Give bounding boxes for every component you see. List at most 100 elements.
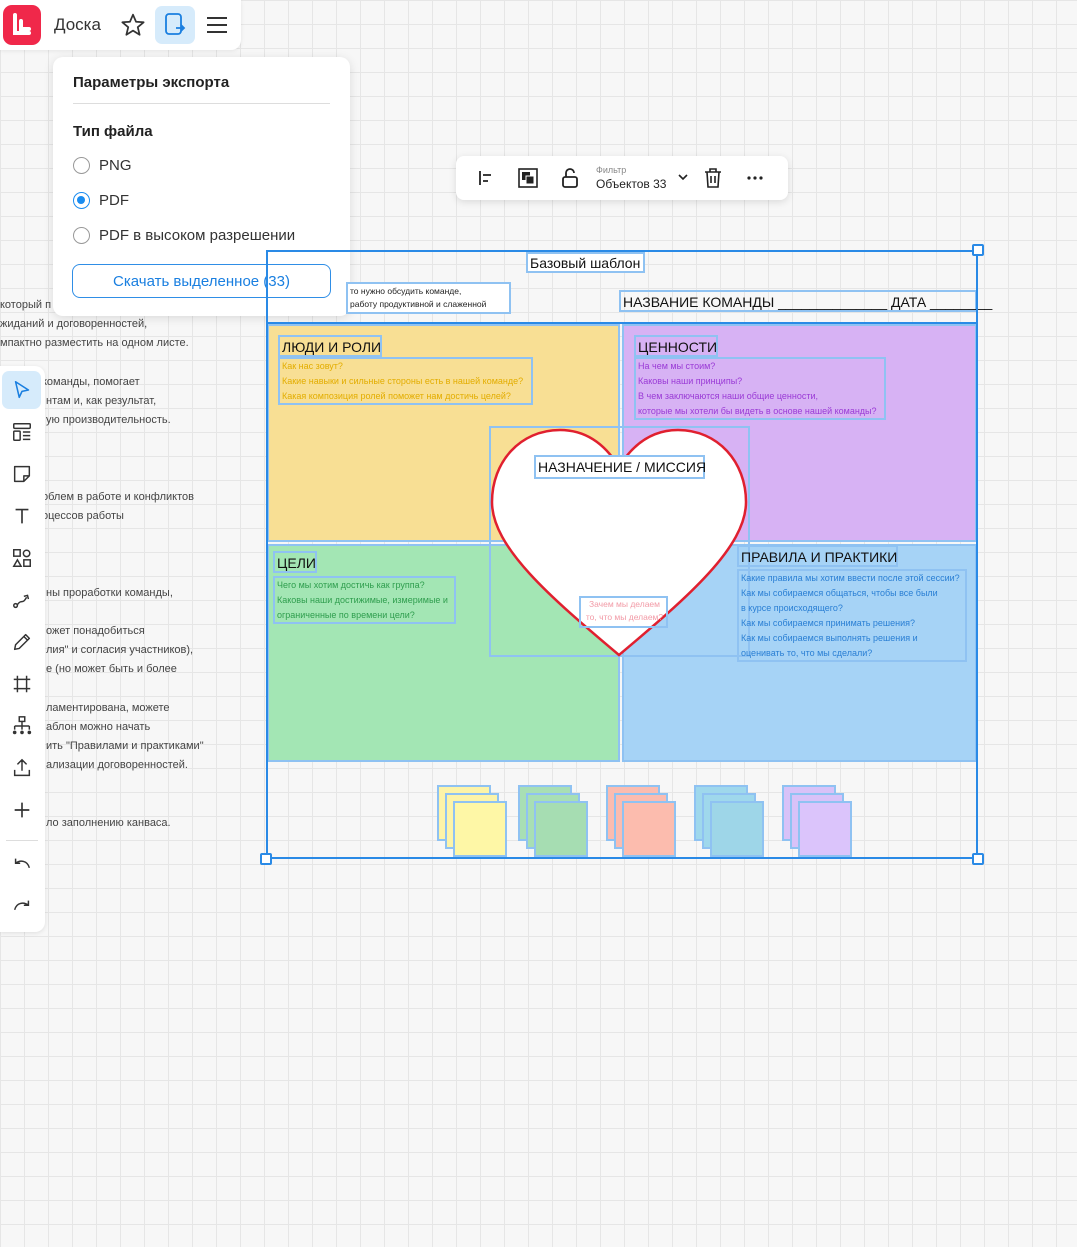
more-tools[interactable] xyxy=(2,791,41,829)
mission-title-box[interactable]: НАЗНАЧЕНИЕ / МИССИЯ xyxy=(534,455,707,479)
rules-question: в курсе происходящего? xyxy=(741,603,843,613)
bg-text: ить "Правилами и практиками" xyxy=(46,740,204,752)
resize-handle[interactable] xyxy=(260,853,272,865)
chevron-down-icon[interactable] xyxy=(676,170,690,184)
radio-pdf-hires[interactable] xyxy=(73,226,90,244)
rules-title-box[interactable]: ПРАВИЛА И ПРАКТИКИ xyxy=(737,545,898,567)
values-questions-box[interactable]: На чем мы стоим? Каковы наши принципы? В… xyxy=(634,357,886,420)
sticky-note-tool[interactable] xyxy=(2,455,41,493)
bg-text: который п xyxy=(0,299,52,311)
selection-toolbar: Фильтр Объектов 33 xyxy=(456,156,788,200)
goals-title: ЦЕЛИ xyxy=(277,555,316,571)
values-question: В чем заключаются наши общие ценности, xyxy=(638,391,818,401)
connector-icon xyxy=(12,594,29,609)
bg-text: команды, помогает xyxy=(42,376,140,388)
sticky-note-red[interactable] xyxy=(622,801,676,857)
file-type-label: Тип файла xyxy=(73,123,153,140)
rules-question: Как мы собираемся принимать решения? xyxy=(741,618,916,628)
sticky-note-icon xyxy=(13,465,30,483)
pen-tool[interactable] xyxy=(2,623,41,661)
frame-tool[interactable] xyxy=(2,665,41,703)
goals-question: Чего мы хотим достичь как группа? xyxy=(277,580,425,590)
bg-text: ло заполнению канваса. xyxy=(46,817,171,829)
option-pdf-hires-label: PDF в высоком разрешении xyxy=(99,226,296,244)
upload-tool[interactable] xyxy=(2,749,41,787)
align-icon[interactable] xyxy=(474,166,498,190)
option-pdf-label: PDF xyxy=(99,191,129,209)
resize-handle[interactable] xyxy=(972,853,984,865)
radio-png[interactable] xyxy=(73,156,90,174)
left-toolbar xyxy=(0,366,45,932)
option-pdf-hires[interactable]: PDF в высоком разрешении xyxy=(73,225,295,245)
mission-question: Зачем мы делаем xyxy=(588,599,660,609)
sticky-note-purple[interactable] xyxy=(798,801,852,857)
goals-question: Каковы наши достижимые, измеримые и xyxy=(277,595,448,605)
option-png[interactable]: PNG xyxy=(73,155,132,175)
top-bar: Доска xyxy=(0,0,241,50)
frame-icon xyxy=(13,675,30,693)
mindmap-tool[interactable] xyxy=(2,707,41,745)
shapes-tool[interactable] xyxy=(2,539,41,577)
export-panel: Параметры экспорта Тип файла PNG PDF PDF… xyxy=(53,57,350,316)
bg-text: ожет понадобиться xyxy=(46,625,145,637)
mission-questions-box[interactable]: Зачем мы делаем то, что мы делаем? xyxy=(579,596,668,628)
sticky-note-blue[interactable] xyxy=(710,801,764,857)
people-title-box[interactable]: ЛЮДИ И РОЛИ xyxy=(278,335,382,357)
filter-dropdown[interactable]: Объектов 33 xyxy=(596,177,667,191)
templates-icon xyxy=(12,423,31,441)
option-png-label: PNG xyxy=(99,156,132,174)
lock-icon[interactable] xyxy=(558,166,582,190)
more-icon[interactable] xyxy=(743,166,767,190)
mission-title: НАЗНАЧЕНИЕ / МИССИЯ xyxy=(538,459,707,475)
intro-line: работу продуктивной и слаженной xyxy=(350,299,487,309)
undo-icon xyxy=(14,858,30,869)
select-tool[interactable] xyxy=(2,371,41,409)
values-question: Каковы наши принципы? xyxy=(638,376,743,386)
bg-text: ламентирована, можете xyxy=(46,702,170,714)
people-questions-box[interactable]: Как нас зовут? Какие навыки и сильные ст… xyxy=(278,357,533,405)
plus-icon xyxy=(14,802,29,818)
rules-title: ПРАВИЛА И ПРАКТИКИ xyxy=(741,549,898,565)
menu-icon[interactable] xyxy=(205,14,229,36)
selection-frame[interactable] xyxy=(266,250,978,859)
export-button[interactable] xyxy=(155,6,195,44)
radio-pdf[interactable] xyxy=(73,191,90,209)
mindmap-icon xyxy=(12,716,31,735)
app-logo[interactable] xyxy=(3,5,41,45)
upload-icon xyxy=(13,758,30,777)
resize-handle[interactable] xyxy=(972,244,984,256)
bg-text: нтам и, как результат, xyxy=(46,395,157,407)
arrange-icon[interactable] xyxy=(516,166,540,190)
option-pdf[interactable]: PDF xyxy=(73,190,129,210)
values-title-box[interactable]: ЦЕННОСТИ xyxy=(634,335,718,357)
bg-text: ны проработки команды, xyxy=(46,587,173,599)
people-question: Какие навыки и сильные стороны есть в на… xyxy=(282,376,524,386)
shapes-icon xyxy=(11,549,31,567)
intro-text-box[interactable]: то нужно обсудить команде, работу продук… xyxy=(346,282,511,314)
sticky-note-green[interactable] xyxy=(534,801,588,857)
rules-questions-box[interactable]: Какие правила мы хотим ввести после этой… xyxy=(737,569,967,662)
goals-questions-box[interactable]: Чего мы хотим достичь как группа? Каковы… xyxy=(273,576,456,624)
people-question: Какая композиция ролей поможет нам дости… xyxy=(282,391,511,401)
intro-line: то нужно обсудить команде, xyxy=(350,286,462,296)
rules-question: Как мы собираемся общаться, чтобы все бы… xyxy=(741,588,938,598)
filter-label: Фильтр xyxy=(596,165,627,175)
connector-tool[interactable] xyxy=(2,581,41,619)
undo-button[interactable] xyxy=(2,847,41,885)
download-selected-button[interactable]: Скачать выделенное (33) xyxy=(72,264,331,298)
values-title: ЦЕННОСТИ xyxy=(638,339,718,355)
sticky-note-yellow[interactable] xyxy=(453,801,507,857)
rules-question: Какие правила мы хотим ввести после этой… xyxy=(741,573,960,583)
divider xyxy=(6,840,38,841)
redo-button[interactable] xyxy=(2,889,41,927)
rules-question: Как мы собираемся выполнять решения и xyxy=(741,633,918,643)
text-tool[interactable] xyxy=(2,497,41,535)
board-title[interactable]: Доска xyxy=(54,15,101,34)
templates-tool[interactable] xyxy=(2,413,41,451)
trash-icon[interactable] xyxy=(701,166,725,190)
star-icon[interactable] xyxy=(120,12,146,38)
goals-title-box[interactable]: ЦЕЛИ xyxy=(273,551,317,573)
template-title-box[interactable]: Базовый шаблон xyxy=(526,252,645,273)
bg-text: оцессов работы xyxy=(42,510,124,522)
bg-text: мпактно разместить на одном листе. xyxy=(0,337,189,349)
